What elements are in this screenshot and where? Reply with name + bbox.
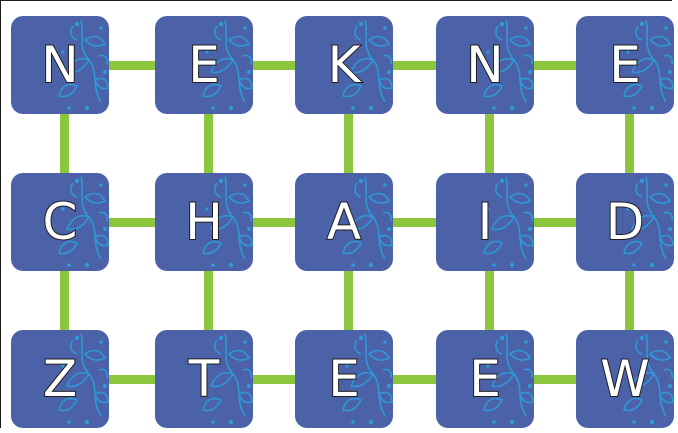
tile-letter: D xyxy=(576,173,674,271)
tile-letter: Z xyxy=(11,330,109,428)
connector-vertical xyxy=(344,267,353,334)
letter-tile[interactable]: Z xyxy=(11,330,109,428)
tile-letter: E xyxy=(155,16,253,114)
connector-horizontal xyxy=(389,375,440,384)
connector-horizontal xyxy=(530,61,580,70)
letter-tile[interactable]: E xyxy=(295,330,393,428)
tile-letter: E xyxy=(295,330,393,428)
tile-letter: E xyxy=(576,16,674,114)
letter-tile[interactable]: H xyxy=(155,173,253,271)
letter-tile[interactable]: K xyxy=(295,16,393,114)
connector-vertical xyxy=(60,110,69,177)
board-top-border xyxy=(0,0,672,1)
tile-letter: W xyxy=(576,330,674,428)
connector-horizontal xyxy=(105,61,159,70)
tile-letter: C xyxy=(11,173,109,271)
connector-vertical xyxy=(344,110,353,177)
letter-tile[interactable]: T xyxy=(155,330,253,428)
letter-tile[interactable]: D xyxy=(576,173,674,271)
connector-vertical xyxy=(625,267,634,334)
connector-horizontal xyxy=(389,218,440,227)
connector-vertical xyxy=(204,110,213,177)
connector-vertical xyxy=(204,267,213,334)
letter-tile[interactable]: C xyxy=(11,173,109,271)
letter-tile[interactable]: N xyxy=(436,16,534,114)
connector-vertical xyxy=(60,267,69,334)
tile-letter: N xyxy=(11,16,109,114)
connector-horizontal xyxy=(249,375,299,384)
connector-horizontal xyxy=(530,375,580,384)
connector-horizontal xyxy=(105,218,159,227)
connector-vertical xyxy=(485,110,494,177)
tile-letter: T xyxy=(155,330,253,428)
letter-tile[interactable]: E xyxy=(155,16,253,114)
tile-letter: I xyxy=(436,173,534,271)
tile-letter: N xyxy=(436,16,534,114)
connector-horizontal xyxy=(389,61,440,70)
letter-tile[interactable]: I xyxy=(436,173,534,271)
connector-horizontal xyxy=(530,218,580,227)
tile-letter: K xyxy=(295,16,393,114)
letter-tile[interactable]: N xyxy=(11,16,109,114)
letter-tile[interactable]: W xyxy=(576,330,674,428)
letter-tile[interactable]: E xyxy=(576,16,674,114)
connector-horizontal xyxy=(249,218,299,227)
letter-tile[interactable]: E xyxy=(436,330,534,428)
board-left-border xyxy=(0,0,1,428)
connector-horizontal xyxy=(249,61,299,70)
tile-letter: H xyxy=(155,173,253,271)
letter-tile[interactable]: A xyxy=(295,173,393,271)
connector-horizontal xyxy=(105,375,159,384)
connector-vertical xyxy=(485,267,494,334)
tile-letter: A xyxy=(295,173,393,271)
connector-vertical xyxy=(625,110,634,177)
tile-letter: E xyxy=(436,330,534,428)
